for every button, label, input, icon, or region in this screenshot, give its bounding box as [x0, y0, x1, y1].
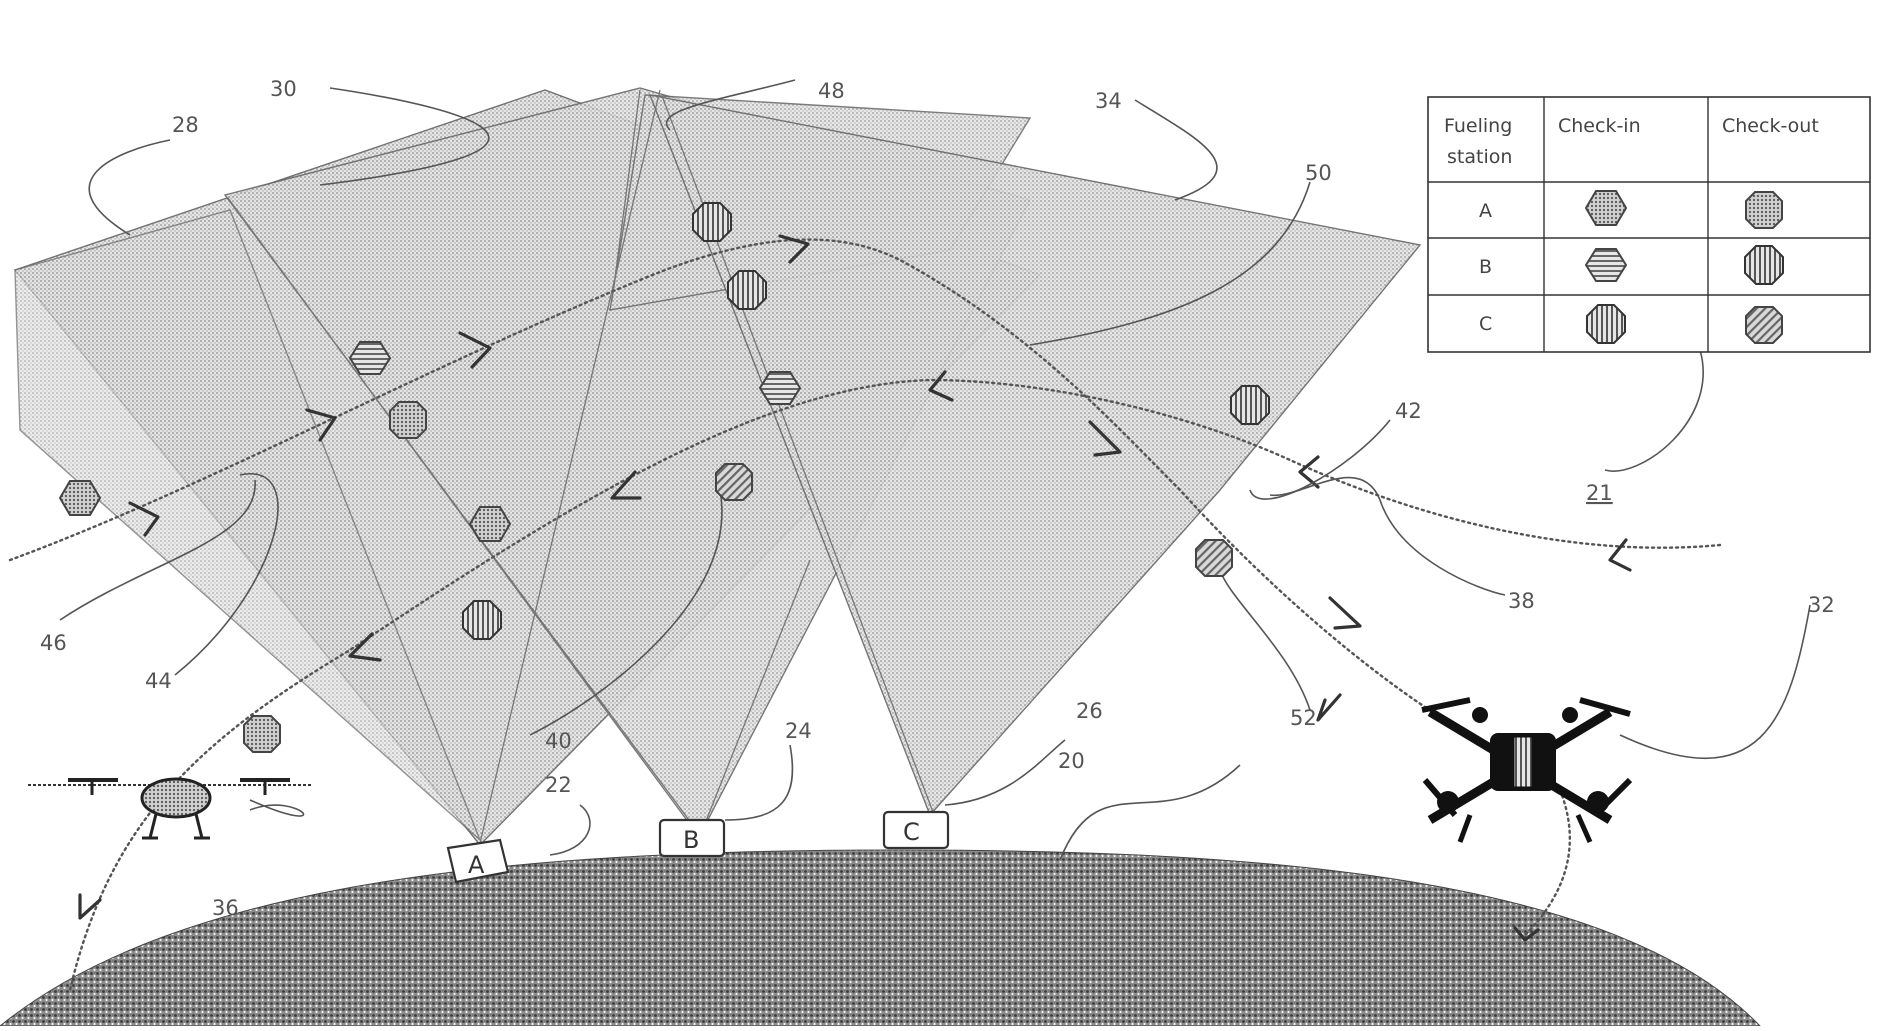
ref-32: 32	[1808, 593, 1835, 617]
ref-48: 48	[818, 79, 845, 103]
legend-header-checkin: Check-in	[1558, 115, 1641, 137]
ref-38: 38	[1508, 589, 1535, 613]
legend-station-a: A	[1479, 200, 1492, 222]
ref-40: 40	[545, 729, 572, 753]
legend-station-b: B	[1479, 256, 1492, 278]
marker-c-checkin-icon	[1231, 386, 1269, 424]
station-c: C	[884, 812, 948, 848]
marker-b-checkin-icon	[760, 372, 800, 404]
ref-46: 46	[40, 631, 67, 655]
drone-32-icon	[1422, 700, 1630, 842]
ground-surface	[0, 850, 1760, 1026]
ref-22: 22	[545, 773, 572, 797]
ref-21: 21	[1586, 481, 1613, 505]
fueling-legend-table: Fueling station Check-in Check-out A B C	[1428, 97, 1870, 352]
marker-b-checkout-icon	[693, 203, 731, 241]
marker-b-checkout-icon	[463, 601, 501, 639]
marker-a-checkin-icon	[470, 507, 510, 541]
marker-c-checkout-icon	[1196, 540, 1232, 576]
station-a-label: A	[468, 851, 485, 879]
ref-20: 20	[1058, 749, 1085, 773]
ref-30: 30	[270, 77, 297, 101]
ref-44: 44	[145, 669, 172, 693]
legend-b-checkout-octagon-icon	[1745, 246, 1783, 284]
legend-a-checkout-octagon-icon	[1746, 192, 1782, 228]
legend-c-checkout-octagon-icon	[1746, 307, 1782, 343]
marker-c-checkout-icon	[716, 464, 752, 500]
marker-a-checkout-icon	[390, 402, 426, 438]
station-c-label: C	[903, 818, 920, 846]
legend-a-checkin-hexagon-icon	[1586, 191, 1626, 225]
ref-24: 24	[785, 719, 812, 743]
ref-28: 28	[172, 113, 199, 137]
station-b-label: B	[683, 826, 699, 854]
ref-42: 42	[1395, 399, 1422, 423]
ref-26: 26	[1076, 699, 1103, 723]
legend-b-checkin-hexagon-icon	[1586, 249, 1626, 281]
ref-50: 50	[1305, 161, 1332, 185]
marker-c-checkin-icon	[728, 271, 766, 309]
marker-a-checkout-icon	[244, 716, 280, 752]
legend-header-checkout: Check-out	[1722, 115, 1819, 137]
station-b: B	[660, 820, 724, 856]
ref-52: 52	[1290, 706, 1317, 730]
marker-a-checkin-icon	[60, 481, 100, 515]
ref-36: 36	[212, 896, 239, 920]
ref-34: 34	[1095, 89, 1122, 113]
marker-b-checkin-icon	[350, 342, 390, 374]
legend-c-checkin-octagon-icon	[1587, 305, 1625, 343]
legend-station-c: C	[1479, 313, 1492, 335]
